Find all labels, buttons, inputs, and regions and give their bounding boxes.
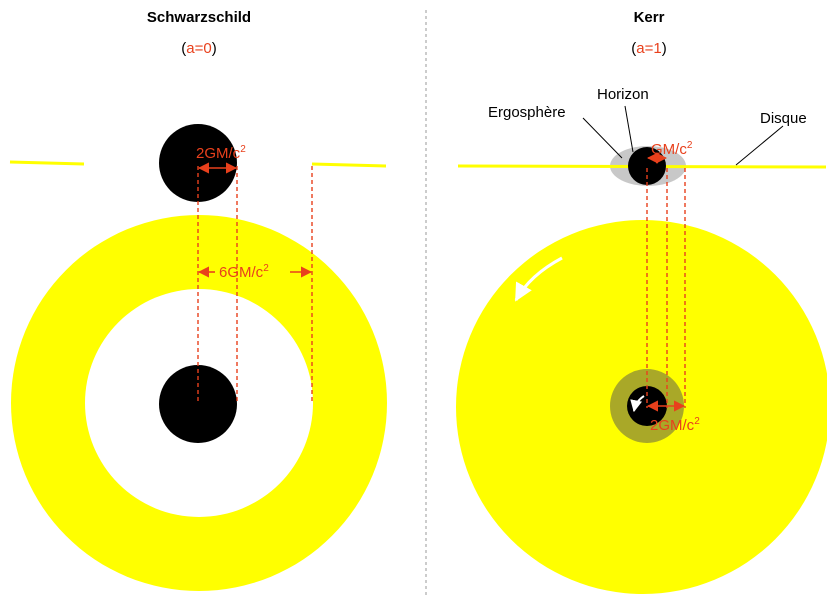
schwarzschild-title: Schwarzschild: [147, 9, 251, 26]
kerr-panel: Kerr (a=1) Ergosphère Horizon Disque GM/…: [456, 9, 827, 594]
kerr-disk-label: Disque: [760, 110, 807, 127]
schwarzschild-parameter: (a=0): [181, 40, 216, 57]
schwarzschild-isco-label: 6GM/c2: [219, 263, 269, 281]
kerr-title: Kerr: [634, 9, 665, 26]
kerr-horizon-measure-label: GM/c2: [651, 140, 693, 158]
schwarzschild-horizon-label: 2GM/c2: [196, 144, 246, 162]
kerr-parameter: (a=1): [631, 40, 666, 57]
schwarzschild-top-hole: [159, 365, 237, 443]
kerr-horizon-label: Horizon: [597, 86, 649, 103]
kerr-disk-leader: [735, 125, 784, 166]
schwarzschild-panel: Schwarzschild (a=0) 2GM/c2 6GM/c2: [9, 9, 387, 591]
kerr-isco-measure-label: 2GM/c2: [650, 416, 700, 434]
schwarzschild-disk-edge-right: [311, 162, 387, 168]
kerr-ergosphere-leader: [582, 117, 623, 159]
kerr-horizon-leader: [624, 105, 634, 153]
kerr-disk-rotation-arrow: [514, 256, 563, 302]
schwarzschild-disk-edge-left: [9, 160, 85, 166]
kerr-ergosphere-label: Ergosphère: [488, 104, 566, 121]
kerr-hole-rotation-arrow: [630, 395, 645, 413]
